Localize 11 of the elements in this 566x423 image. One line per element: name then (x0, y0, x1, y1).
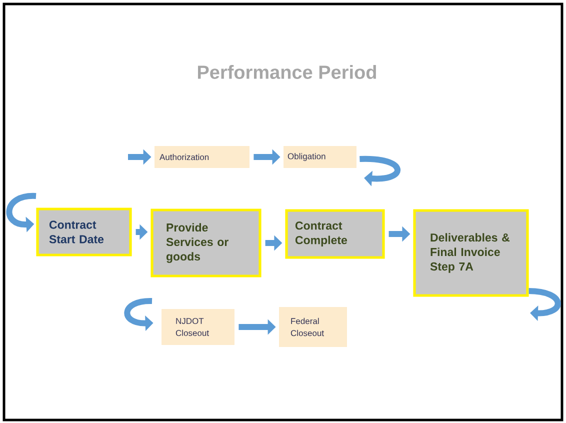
stage-box: Federal Closeout (279, 307, 347, 347)
process-box: Deliverables & Final Invoice Step 7A (413, 209, 529, 297)
stage-box: NJDOT Closeout (162, 309, 234, 345)
process-box: Contract Start Date (36, 208, 132, 256)
title: Performance Period (198, 65, 376, 79)
arrow (528, 288, 561, 321)
arrow (360, 156, 400, 186)
process-box: Provide Services or goods (150, 208, 262, 278)
stage-box: Obligation (284, 146, 356, 168)
stage-box: Authorization (154, 146, 250, 168)
process-box: Contract Complete (285, 209, 385, 259)
